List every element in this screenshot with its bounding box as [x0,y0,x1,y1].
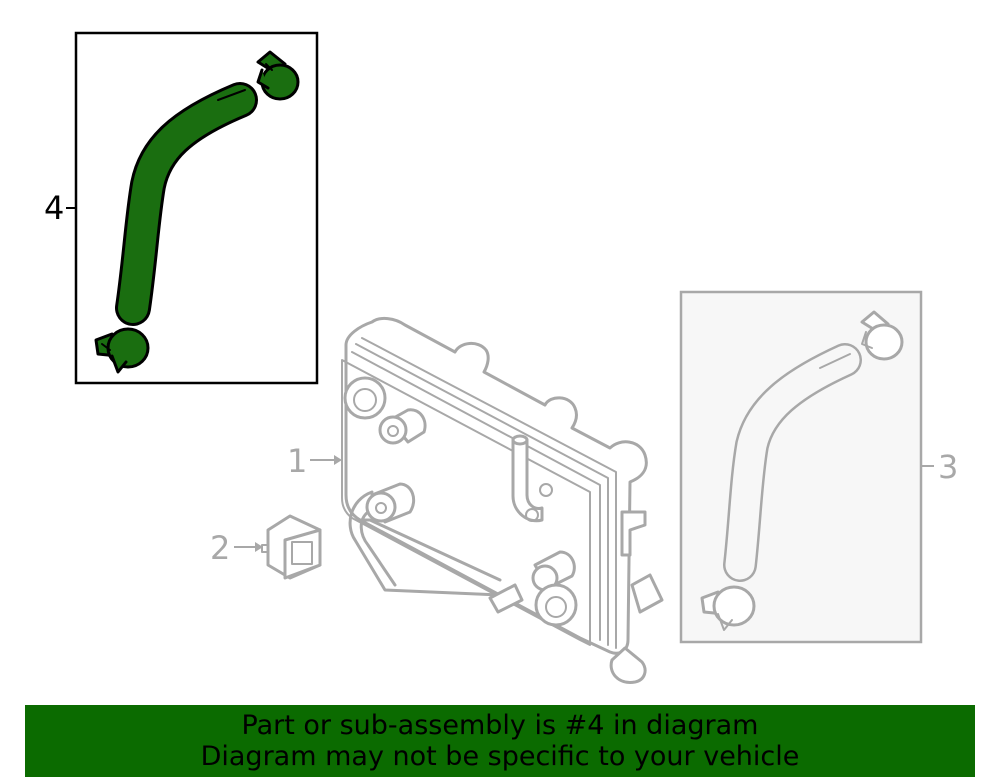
part-4-group[interactable] [74,31,319,385]
part-4-hose [118,85,255,323]
cooler-port-top-left [343,376,427,445]
part-3-hose-crease [819,353,851,369]
callout-1-number: 1 [287,442,307,480]
cooler-mount-tabs [609,510,664,684]
cooler-pipe-left [348,482,502,597]
part-3-hose [725,345,860,580]
part-4-hose-crease [217,89,246,101]
part-3-bottom-clamp [700,585,756,631]
callout-2-arrowhead [255,542,263,552]
part-2-connector[interactable] [261,514,322,580]
cooler-pipe-vertical [511,434,553,523]
cooler-port-bottom-right [488,550,578,627]
callout-3-number: 3 [938,448,958,486]
info-banner: Part or sub-assembly is #4 in diagram Di… [25,705,975,777]
callout-1-arrowhead [334,455,342,465]
part-3-group[interactable] [679,290,923,644]
part-3-top-clamp [860,310,904,361]
part-4-bottom-clamp [94,327,150,374]
banner-line-1: Part or sub-assembly is #4 in diagram [241,710,759,741]
cooler-front-face [341,359,591,646]
banner-line-2: Diagram may not be specific to your vehi… [200,741,800,772]
callout-2-number: 2 [210,529,230,567]
cooler-plate-edge-2 [355,343,609,646]
cooler-plate-edge-1 [351,351,601,641]
callout-1: 1 [287,442,342,480]
callout-3: 3 [921,448,958,486]
callout-4: 4 [44,189,76,227]
callout-2: 2 [210,529,263,567]
callout-4-number: 4 [44,189,64,227]
part-1-oil-cooler[interactable] [341,316,664,684]
banner-background [25,705,975,777]
cooler-plate-edge-3 [361,337,617,649]
part-4-top-clamp [256,50,300,101]
